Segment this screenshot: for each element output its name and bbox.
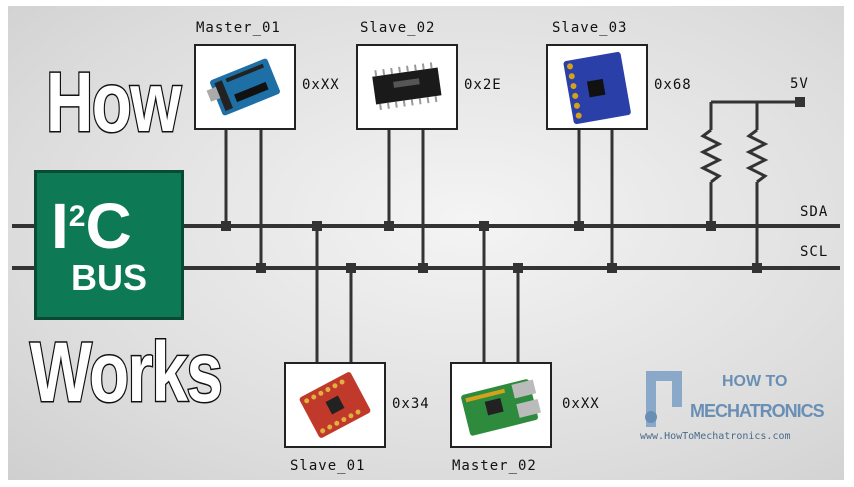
slave-03-box xyxy=(546,44,648,130)
title-works: Works xyxy=(29,325,224,419)
master-01-box xyxy=(194,44,296,130)
ic-chip-icon xyxy=(372,62,442,110)
arduino-board-icon xyxy=(206,58,280,116)
scl-label: SCL xyxy=(800,244,829,260)
logo-url: www.HowToMechatronics.com xyxy=(640,431,791,442)
device-name: Slave_02 xyxy=(360,20,436,36)
badge-protocol: I2C xyxy=(51,190,132,262)
slave-01-box xyxy=(284,362,386,448)
mpu-sensor-module-icon xyxy=(563,51,631,125)
badge-bus: BUS xyxy=(70,257,147,298)
pull-up-resistors xyxy=(699,100,800,268)
red-breakout-board-icon xyxy=(299,372,371,438)
sda-label: SDA xyxy=(800,204,829,220)
device-address: 0xXX xyxy=(562,396,600,412)
supply-label: 5V xyxy=(790,76,809,92)
device-name: Slave_03 xyxy=(552,20,628,36)
device-name: Master_02 xyxy=(452,458,537,474)
master-02-box xyxy=(450,362,552,448)
slave-02-box xyxy=(356,44,458,130)
device-address: 0x34 xyxy=(392,396,430,412)
raspberry-pi-board-icon xyxy=(461,379,542,436)
robot-arm-logo-icon xyxy=(645,371,682,427)
logo-line1: HOW TO xyxy=(722,373,788,390)
i2c-bus-badge: I2C BUS xyxy=(34,170,184,320)
device-address: 0x2E xyxy=(464,77,502,93)
logo-line2: MECHATRONICS xyxy=(690,401,825,421)
junction-dots xyxy=(221,97,805,273)
howtomechatronics-logo: HOW TO MECHATRONICS www.HowToMechatronic… xyxy=(640,365,830,455)
device-name: Master_01 xyxy=(196,20,281,36)
device-address: 0x68 xyxy=(654,77,692,93)
device-address: 0xXX xyxy=(302,77,340,93)
device-name: Slave_01 xyxy=(290,458,366,474)
title-how: How xyxy=(45,55,183,149)
